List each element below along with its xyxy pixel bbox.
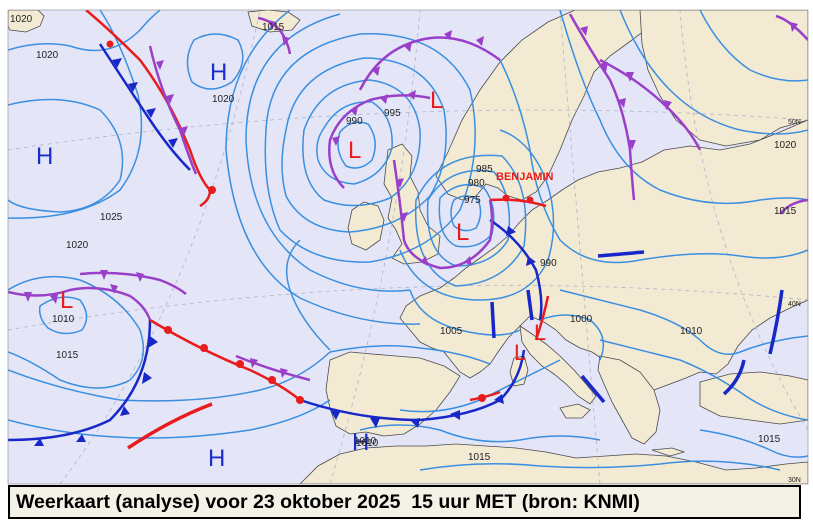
map-caption: Weerkaart (analyse) voor 23 oktober 2025… <box>8 485 801 519</box>
grid-label: 30N <box>788 477 801 484</box>
grid-label: 50N <box>788 119 801 126</box>
isobar-label: 1015 <box>758 434 781 445</box>
isobar-labels: 1020 1015 1020 995 985 980 1025 1020 990… <box>10 14 801 484</box>
isobar-label: 1015 <box>468 452 491 463</box>
high-centre-iberia: H <box>352 429 369 456</box>
isobar-label: 1015 <box>262 22 285 33</box>
greenland-tip <box>8 10 45 33</box>
high-centre-west-atlantic: H <box>36 143 53 170</box>
high-centre-azores: H <box>208 445 225 472</box>
low-centre-norwegian-sea: L <box>430 87 443 114</box>
sicily <box>559 403 591 419</box>
crete <box>651 447 686 457</box>
lat-lon-grid <box>8 10 808 484</box>
low-centre-tyrrhenian: L <box>514 340 526 365</box>
isobar-label: 1010 <box>356 438 379 449</box>
land-masses <box>8 10 808 484</box>
isobar-label: 1010 <box>354 436 377 447</box>
italy <box>519 325 597 405</box>
isobar-label: 995 <box>384 108 401 119</box>
map-frame <box>7 9 809 485</box>
isobar-label: 1010 <box>680 326 703 337</box>
isobar-label: 1015 <box>56 350 79 361</box>
cold-fronts <box>8 43 784 446</box>
low-centre-gulf-of-genoa: L <box>534 320 546 345</box>
low-centre-benjamin-value: 975 <box>464 195 481 206</box>
warm-fronts <box>85 10 550 450</box>
isobar-label: 1000 <box>570 314 593 325</box>
isobar-label: 1020 <box>66 240 89 251</box>
continental-europe <box>399 119 808 399</box>
isobar-label: 1005 <box>440 326 463 337</box>
high-centre-north-atlantic: H <box>210 59 227 86</box>
isobar-label: 1020 <box>774 140 797 151</box>
occlusions <box>8 13 808 382</box>
isobar-label: 1020 <box>10 14 33 25</box>
low-centre-mid-atlantic: L <box>60 287 73 314</box>
north-africa <box>299 443 808 484</box>
isobar-label: 990 <box>540 258 557 269</box>
isobar-label: 985 <box>476 164 493 175</box>
low-centre-mid-atlantic-value: 1010 <box>52 314 75 325</box>
finland-karelia <box>639 10 808 147</box>
low-centre-west-of-scotland: L <box>348 137 361 164</box>
storm-name-label: BENJAMIN <box>496 171 554 183</box>
pressure-centres: H 1020 H H H L 990 L L 975 L 1010 L L BE… <box>36 59 554 472</box>
high-centre-north-atlantic-value: 1020 <box>212 94 235 105</box>
isobar-label: 1025 <box>100 212 123 223</box>
isobar-label: 1015 <box>774 206 797 217</box>
low-centre-west-of-scotland-value: 990 <box>346 116 363 127</box>
isobar-label: 1020 <box>36 50 59 61</box>
iceland <box>247 10 301 33</box>
ireland <box>347 201 385 251</box>
low-centre-benjamin: L <box>456 219 469 246</box>
isobar-label: 980 <box>468 178 485 189</box>
isobars <box>8 10 808 471</box>
balkans-greece <box>597 355 661 445</box>
turkey <box>699 371 808 425</box>
grid-label: 40N <box>788 301 801 308</box>
